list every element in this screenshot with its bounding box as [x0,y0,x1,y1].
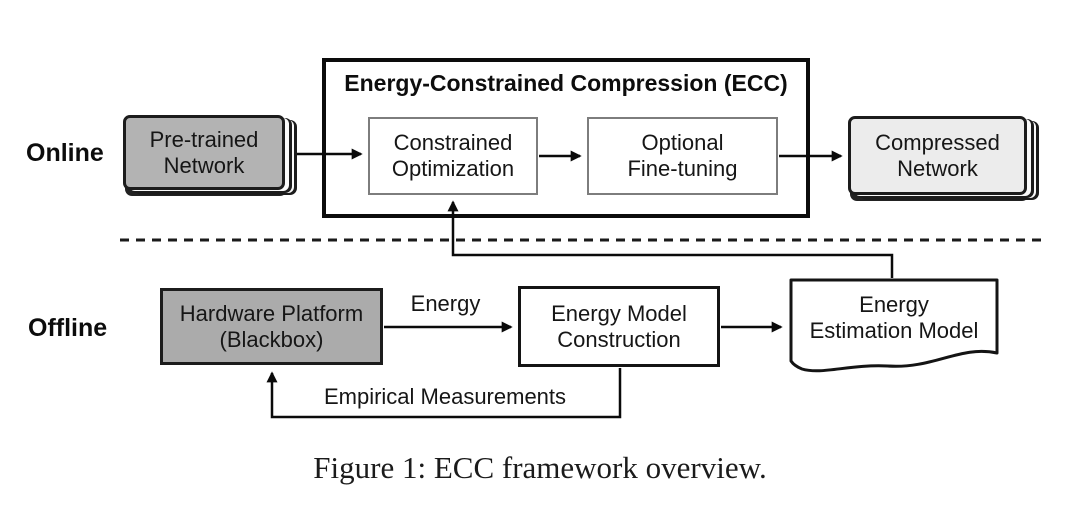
constrained-optimization-node: Constrained Optimization [368,117,538,195]
empirical-measurements-label: Empirical Measurements [323,384,567,409]
document-shape-icon [789,278,999,373]
ecc-title: Energy-Constrained Compression (ECC) [344,70,788,96]
online-section-label: Online [26,139,104,167]
compressed-network-node: Compressed Network [848,116,1027,195]
optional-fine-tuning-node: Optional Fine-tuning [587,117,778,195]
energy-model-construction-node: Energy Model Construction [518,286,720,367]
pretrained-network-node: Pre-trained Network [123,115,285,190]
hardware-platform-node: Hardware Platform (Blackbox) [160,288,383,365]
figure-caption: Figure 1: ECC framework overview. [313,450,767,485]
energy-arrow-label: Energy [410,291,481,316]
offline-section-label: Offline [28,314,108,342]
energy-estimation-model-node: Energy Estimation Model [809,292,979,343]
